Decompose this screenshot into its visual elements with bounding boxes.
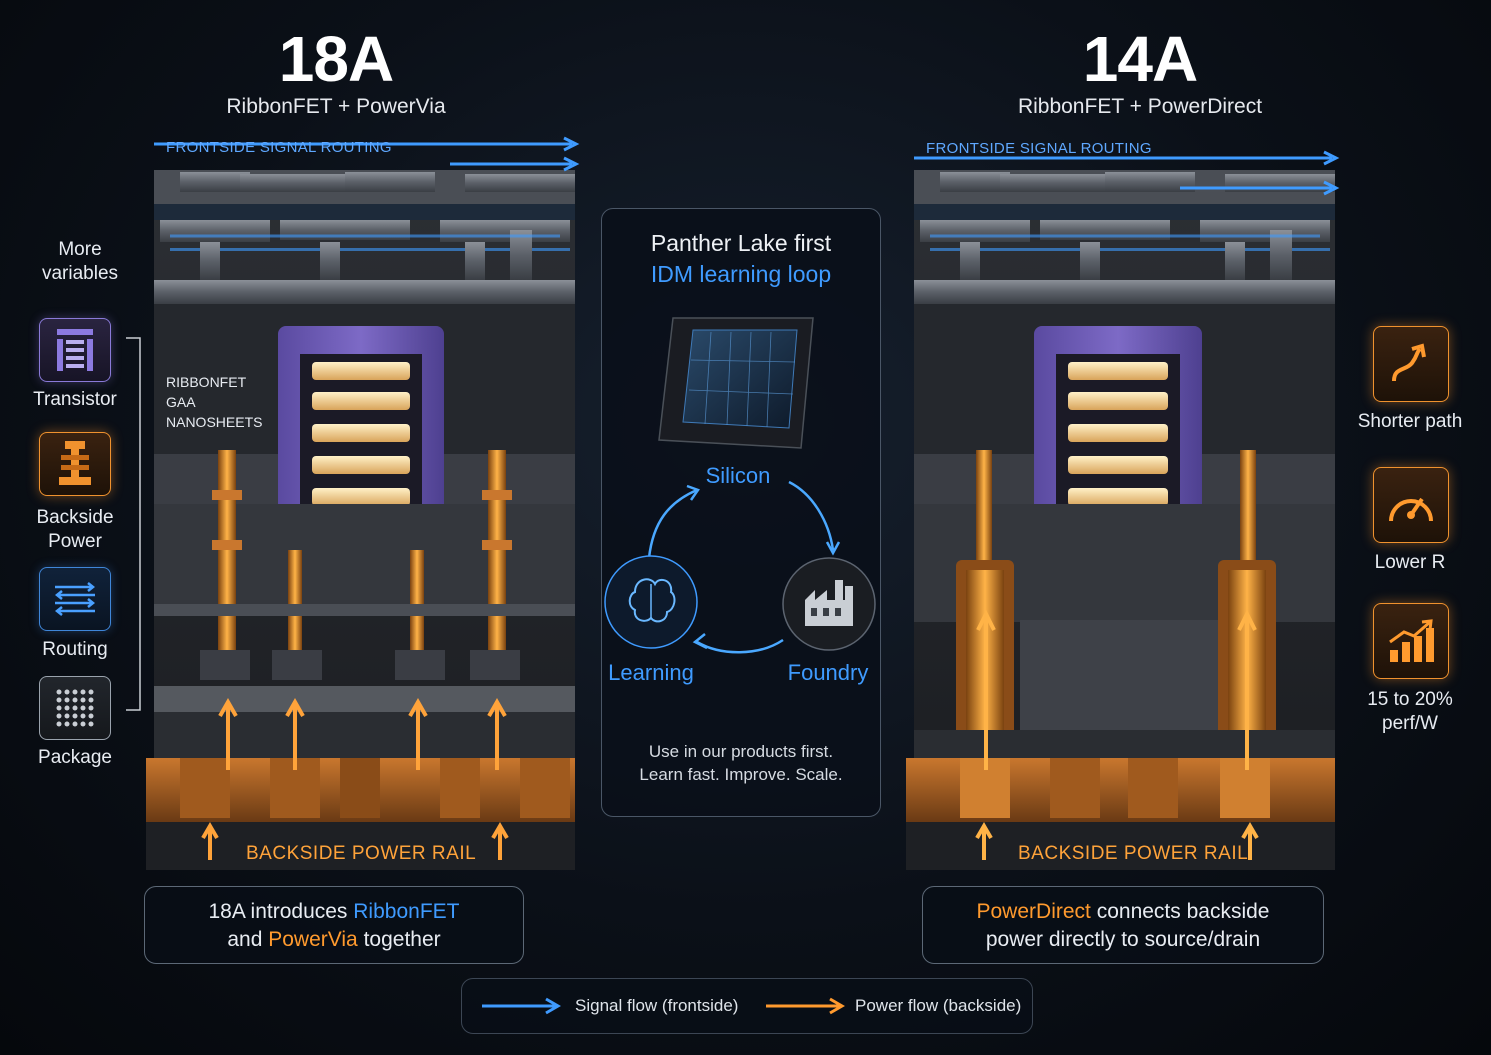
perf-per-watt-label: 15 to 20% perf/W xyxy=(1367,689,1453,734)
legend-signal-label: Signal flow (frontside) xyxy=(575,996,739,1015)
loop-node-foundry: Foundry xyxy=(787,660,869,685)
signal-flow-arrow-icon xyxy=(482,997,561,1015)
backside-power-icon xyxy=(39,432,111,496)
lower-r-label: Lower R xyxy=(1374,552,1446,573)
ribbonfet-label: RIBBONFET GAA NANOSHEETS xyxy=(166,374,263,430)
loop-node-silicon: Silicon xyxy=(705,463,771,488)
shorter-path-icon xyxy=(1373,326,1449,402)
idm-loop-footer: Use in our products first. Learn fast. I… xyxy=(639,742,843,784)
variables-bracket xyxy=(126,337,141,711)
idm-loop-graphic xyxy=(604,317,876,654)
left-stack-illustration xyxy=(146,136,580,870)
transistor-stack-icon xyxy=(39,318,111,382)
transistor-label: Transistor xyxy=(33,389,117,410)
factory-icon xyxy=(782,557,876,651)
legend-power-label: Power flow (backside) xyxy=(855,996,1022,1015)
package-label: Package xyxy=(38,747,112,768)
right-caption-box: PowerDirect connects backside power dire… xyxy=(922,886,1324,964)
growth-chart-icon xyxy=(1373,603,1449,679)
more-variables-heading: More variables xyxy=(41,239,119,284)
shorter-path-label: Shorter path xyxy=(1357,411,1463,432)
left-node-subtitle: RibbonFET + PowerVia xyxy=(226,95,446,118)
right-node-subtitle: RibbonFET + PowerDirect xyxy=(1017,95,1263,118)
power-flow-arrow-icon xyxy=(766,997,845,1015)
right-frontside-label: FRONTSIDE SIGNAL ROUTING xyxy=(926,140,1152,157)
backside-power-label: Backside Power xyxy=(36,507,114,552)
package-grid-icon xyxy=(39,676,111,740)
left-backside-rail-label: BACKSIDE POWER RAIL xyxy=(246,843,477,864)
routing-label: Routing xyxy=(42,639,108,660)
gauge-icon xyxy=(1373,467,1449,543)
left-frontside-label: FRONTSIDE SIGNAL ROUTING xyxy=(166,139,392,156)
brain-icon xyxy=(604,555,698,649)
idm-loop-panel xyxy=(601,208,881,817)
chip-icon xyxy=(658,317,814,449)
left-caption-box: 18A introduces RibbonFET and PowerVia to… xyxy=(144,886,524,964)
left-node-title: 18A xyxy=(278,23,394,95)
right-stack-illustration xyxy=(906,150,1340,870)
loop-node-learning: Learning xyxy=(608,660,694,685)
right-node-title: 14A xyxy=(1082,23,1198,95)
idm-loop-title: Panther Lake first IDM learning loop xyxy=(650,230,832,287)
right-backside-rail-label: BACKSIDE POWER RAIL xyxy=(1018,843,1249,864)
routing-arrows-icon xyxy=(39,567,111,631)
